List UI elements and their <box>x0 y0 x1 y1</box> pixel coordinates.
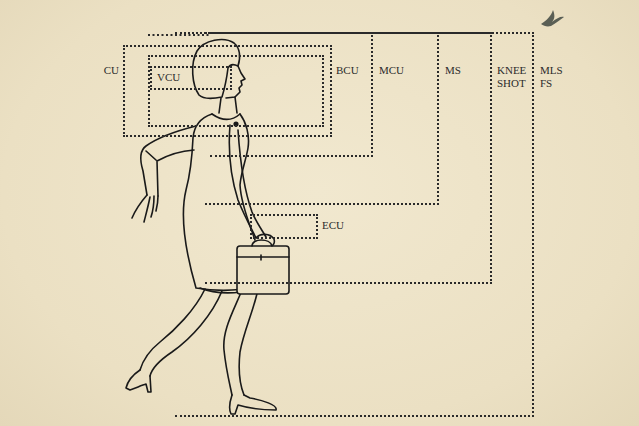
extreme-close-up-frame: ECU <box>250 214 318 239</box>
back-leg <box>140 289 222 376</box>
very-close-up-frame: VCU <box>150 66 232 90</box>
front-shoe <box>230 395 277 414</box>
neck <box>219 97 237 113</box>
shot-label: CU <box>88 64 119 77</box>
medium-shot-frame: MCUMS <box>205 32 439 205</box>
shot-label: KNEE SHOT <box>497 64 530 90</box>
briefcase-detail <box>237 240 289 260</box>
shot-label: VCU <box>157 71 191 84</box>
frame-line <box>148 34 210 36</box>
briefcase <box>237 246 289 294</box>
woman-figure <box>126 35 289 414</box>
front-leg <box>224 289 258 395</box>
back-hand <box>132 195 158 222</box>
shot-label: BCU <box>336 64 368 77</box>
face <box>226 66 245 98</box>
shot-label: MLS FS <box>540 64 566 90</box>
back-shoe <box>126 370 151 392</box>
collar <box>212 114 240 119</box>
medium-close-up-frame: MCU <box>210 32 373 157</box>
big-close-up-frame: VCUBCU <box>148 55 324 127</box>
shot-label: MCU <box>379 64 411 77</box>
shot-label: MS <box>445 64 475 77</box>
shot-label: ECU <box>322 219 354 232</box>
bird <box>541 10 564 26</box>
front-arm <box>229 125 266 238</box>
close-up-frame: VCUBCUCU <box>123 45 332 137</box>
